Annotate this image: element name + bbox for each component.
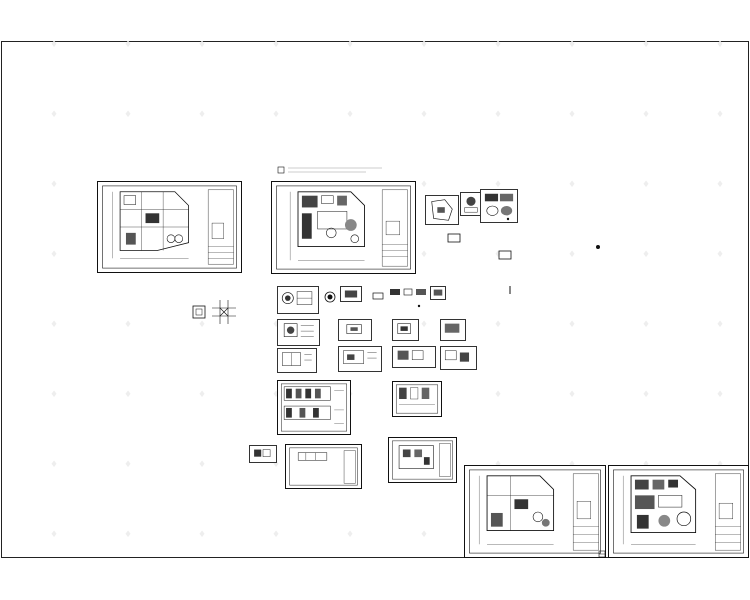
- detail-a[interactable]: [425, 195, 459, 225]
- floor-plan-drawing: [392, 440, 453, 480]
- small-rect-symbol: [498, 250, 512, 260]
- detail-l[interactable]: [338, 346, 382, 372]
- circle-symbol: [324, 291, 336, 303]
- plan-sheet-2[interactable]: [271, 181, 416, 274]
- detail-drawing: [444, 323, 460, 333]
- sheet-header-note: [277, 166, 382, 174]
- elevation-drawing: [289, 447, 358, 486]
- detail-j[interactable]: [440, 319, 466, 341]
- section-symbol: [390, 288, 426, 296]
- detail-e[interactable]: [340, 286, 362, 302]
- plan-sheet-3[interactable]: [464, 465, 606, 558]
- floor-plan-drawing: [276, 185, 411, 270]
- elevation-sheet-3[interactable]: [285, 444, 362, 489]
- elevation-sheet-1[interactable]: [277, 380, 351, 435]
- square-symbol: [192, 305, 206, 319]
- detail-drawing: [344, 290, 358, 298]
- detail-b[interactable]: [460, 192, 482, 216]
- detail-drawing: [254, 449, 271, 457]
- plan-sheet-1[interactable]: [97, 181, 242, 273]
- detail-g[interactable]: [277, 319, 320, 346]
- plan-sheet-4[interactable]: [608, 465, 749, 558]
- detail-m[interactable]: [392, 346, 436, 368]
- detail-drawing: [281, 291, 313, 305]
- north-arrow-icon: [598, 550, 606, 558]
- floor-plan-drawing: [102, 185, 237, 269]
- detail-drawing: [464, 196, 478, 213]
- detail-drawing: [283, 323, 314, 337]
- marker-symbol: [596, 245, 600, 249]
- detail-i[interactable]: [392, 319, 419, 341]
- marker-symbol: [417, 304, 421, 308]
- elevation-drawing: [280, 383, 348, 432]
- detail-d[interactable]: [277, 286, 319, 314]
- elevation-sheet-2[interactable]: [392, 381, 442, 417]
- elevation-drawing: [395, 384, 439, 414]
- drawing-frame: [1, 41, 749, 558]
- detail-drawing: [343, 350, 377, 364]
- detail-n[interactable]: [440, 346, 477, 370]
- marker-symbol: [506, 217, 510, 221]
- detail-drawing: [484, 193, 514, 216]
- small-rect-symbol: [372, 292, 384, 300]
- detail-f[interactable]: [430, 286, 446, 300]
- floor-plan-drawing: [613, 469, 744, 554]
- detail-drawing: [433, 289, 443, 296]
- detail-drawing: [397, 323, 411, 334]
- detail-c[interactable]: [480, 189, 518, 223]
- detail-drawing: [444, 350, 470, 362]
- detail-h[interactable]: [338, 319, 372, 341]
- tick-symbol: [509, 286, 511, 294]
- detail-o[interactable]: [249, 445, 277, 463]
- plan-sheet-small[interactable]: [388, 437, 457, 483]
- floor-plan-drawing: [469, 469, 601, 554]
- detail-drawing: [397, 350, 424, 360]
- grid-cross-symbol: [212, 300, 236, 324]
- detail-drawing: [431, 199, 453, 221]
- detail-drawing: [282, 352, 312, 366]
- small-rect-symbol: [447, 233, 461, 243]
- detail-k[interactable]: [277, 348, 317, 373]
- detail-drawing: [346, 324, 362, 334]
